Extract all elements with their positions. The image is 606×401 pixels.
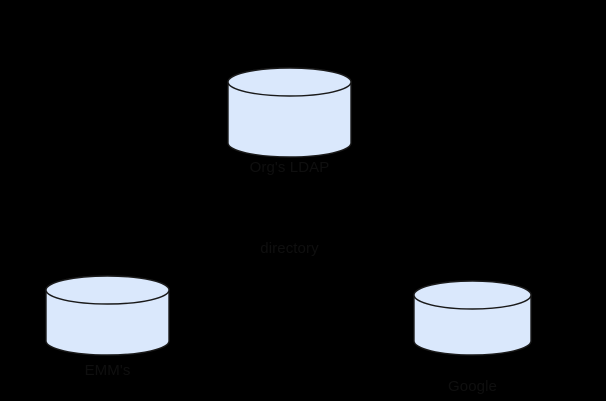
database-cylinder-icon bbox=[413, 280, 532, 356]
database-node-emm-label: EMM's database bbox=[46, 303, 169, 401]
cylinder-top-ellipse bbox=[45, 275, 170, 305]
label-line-2: directory bbox=[260, 239, 319, 257]
database-node-google[interactable]: Google bbox=[413, 280, 532, 395]
label-line-1: Org's LDAP bbox=[249, 158, 330, 176]
cylinder-top-ellipse bbox=[227, 67, 352, 97]
database-node-emm[interactable]: EMM's database bbox=[45, 275, 170, 379]
database-cylinder-icon bbox=[45, 275, 170, 356]
cylinder-top-ellipse bbox=[413, 280, 532, 310]
database-node-google-label: Google bbox=[414, 319, 531, 401]
label-line-1: Google bbox=[448, 377, 497, 395]
database-node-ldap[interactable]: Org's LDAP directory bbox=[227, 67, 352, 257]
label-line-1: EMM's bbox=[84, 361, 131, 379]
database-node-ldap-label: Org's LDAP directory bbox=[228, 100, 351, 316]
database-cylinder-icon bbox=[227, 67, 352, 158]
